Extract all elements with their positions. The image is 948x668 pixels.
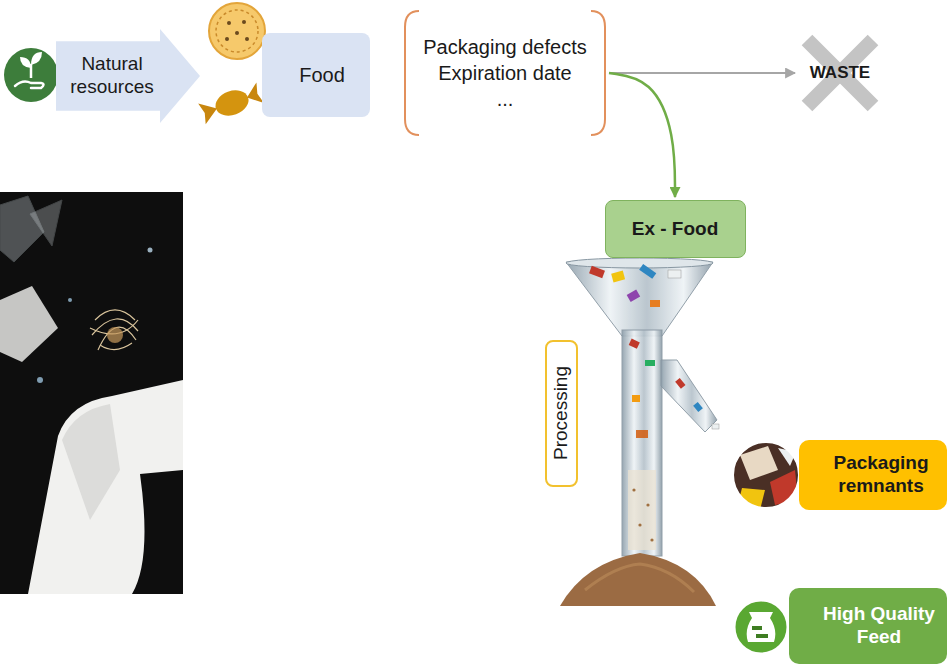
fiber: [98, 327, 136, 350]
funnel-rim: [566, 258, 713, 268]
cross-mark: [807, 40, 873, 106]
packaging-bit: [611, 271, 625, 283]
flow-arrow: [609, 72, 795, 74]
hand-shape: [15, 82, 44, 88]
input-arrow: Natural resources: [56, 29, 200, 123]
node-text: Natural resources: [66, 53, 158, 99]
icon-disc: [733, 442, 799, 508]
glass-shard: [30, 200, 62, 246]
feed-grain: [650, 538, 653, 541]
pile-shade: [585, 564, 694, 592]
packaging-bit: [675, 378, 685, 389]
icon-disc: [4, 48, 58, 102]
packaging-bit: [589, 266, 605, 278]
fiber-tuft: [90, 310, 138, 350]
feed-grain: [632, 488, 635, 491]
photo-ground: [0, 192, 183, 594]
packaging-bit: [712, 424, 719, 429]
process-box: Ex - Food: [605, 200, 746, 258]
process-label: Processing: [545, 340, 578, 487]
icon-ring: [733, 442, 799, 508]
animal-figure: [756, 634, 768, 638]
packaging-bit: [668, 270, 681, 278]
animal-figure: [752, 626, 762, 630]
node-text: Processing: [550, 366, 573, 460]
feed-grain: [638, 523, 641, 526]
packaging-bit: [627, 290, 641, 302]
remnants-photo: [0, 192, 183, 594]
feed-flow: [628, 470, 656, 550]
remnant-bit: [740, 446, 778, 480]
candy-wrap: [198, 98, 221, 124]
cause-bracket: Packaging defectsExpiration date...: [403, 9, 607, 137]
remnants-icon: [733, 442, 799, 510]
plastic-piece: [0, 286, 58, 362]
bracket-left: [405, 11, 419, 135]
node-text: Ex - Food: [632, 218, 719, 241]
remnant-bit: [770, 470, 798, 505]
cookie-dot: [245, 37, 249, 41]
fiber: [95, 310, 135, 320]
node-text: Packaging remnants: [825, 452, 937, 498]
packaging-bit: [650, 300, 660, 307]
feed-sack: [747, 612, 776, 642]
packaging-bit: [645, 360, 655, 366]
food-box: Food: [262, 33, 370, 117]
plant-leaf: [31, 52, 42, 65]
nature-icon: [4, 48, 58, 102]
funnel-branch: [661, 360, 717, 432]
funnel-tube: [622, 330, 662, 556]
cookie-dot: [227, 21, 231, 25]
candy-wrap: [243, 82, 264, 107]
candy-body: [212, 86, 252, 120]
speck: [37, 377, 43, 383]
packaging-bit: [632, 395, 640, 402]
cookie-rim: [216, 10, 258, 52]
waste-cross: WASTE: [799, 32, 881, 114]
feed-bit: [636, 430, 648, 438]
output-box: High Quality Feed: [789, 588, 947, 664]
bottle-shade: [62, 404, 120, 520]
speck: [148, 248, 153, 253]
node-text: High Quality Feed: [819, 603, 939, 649]
fiber: [100, 343, 132, 350]
separator-funnel: [560, 258, 719, 606]
fiber-core: [107, 327, 123, 343]
feed-icon: [734, 600, 788, 654]
arrow-shape: [56, 29, 200, 123]
node-text: WASTE: [810, 63, 870, 83]
flow-arrow: [609, 73, 675, 197]
packaging-bit: [693, 402, 703, 412]
cookie-dot: [242, 20, 246, 24]
node-text: ...: [497, 86, 514, 112]
plastic-bottle: [28, 380, 183, 594]
feed-grain: [646, 503, 649, 506]
speck: [68, 298, 72, 302]
node-text: Packaging defects: [423, 34, 586, 60]
node-text: Expiration date: [438, 60, 571, 86]
cookie-icon: [209, 3, 265, 59]
packaging-bit: [629, 339, 640, 349]
cookie-dot: [225, 37, 229, 41]
cookie-dot: [235, 31, 239, 35]
bracket-right: [591, 11, 605, 135]
cookie-body: [209, 3, 265, 59]
candy-icon: [198, 81, 264, 125]
plant-leaf: [20, 57, 31, 68]
funnel-cone: [566, 262, 713, 336]
feed-pile: [560, 553, 716, 606]
node-text: Food: [299, 63, 345, 87]
glass-shard: [0, 196, 44, 262]
output-box: Packaging remnants: [799, 440, 947, 510]
icon-disc: [734, 600, 788, 654]
packaging-bit: [639, 264, 656, 279]
